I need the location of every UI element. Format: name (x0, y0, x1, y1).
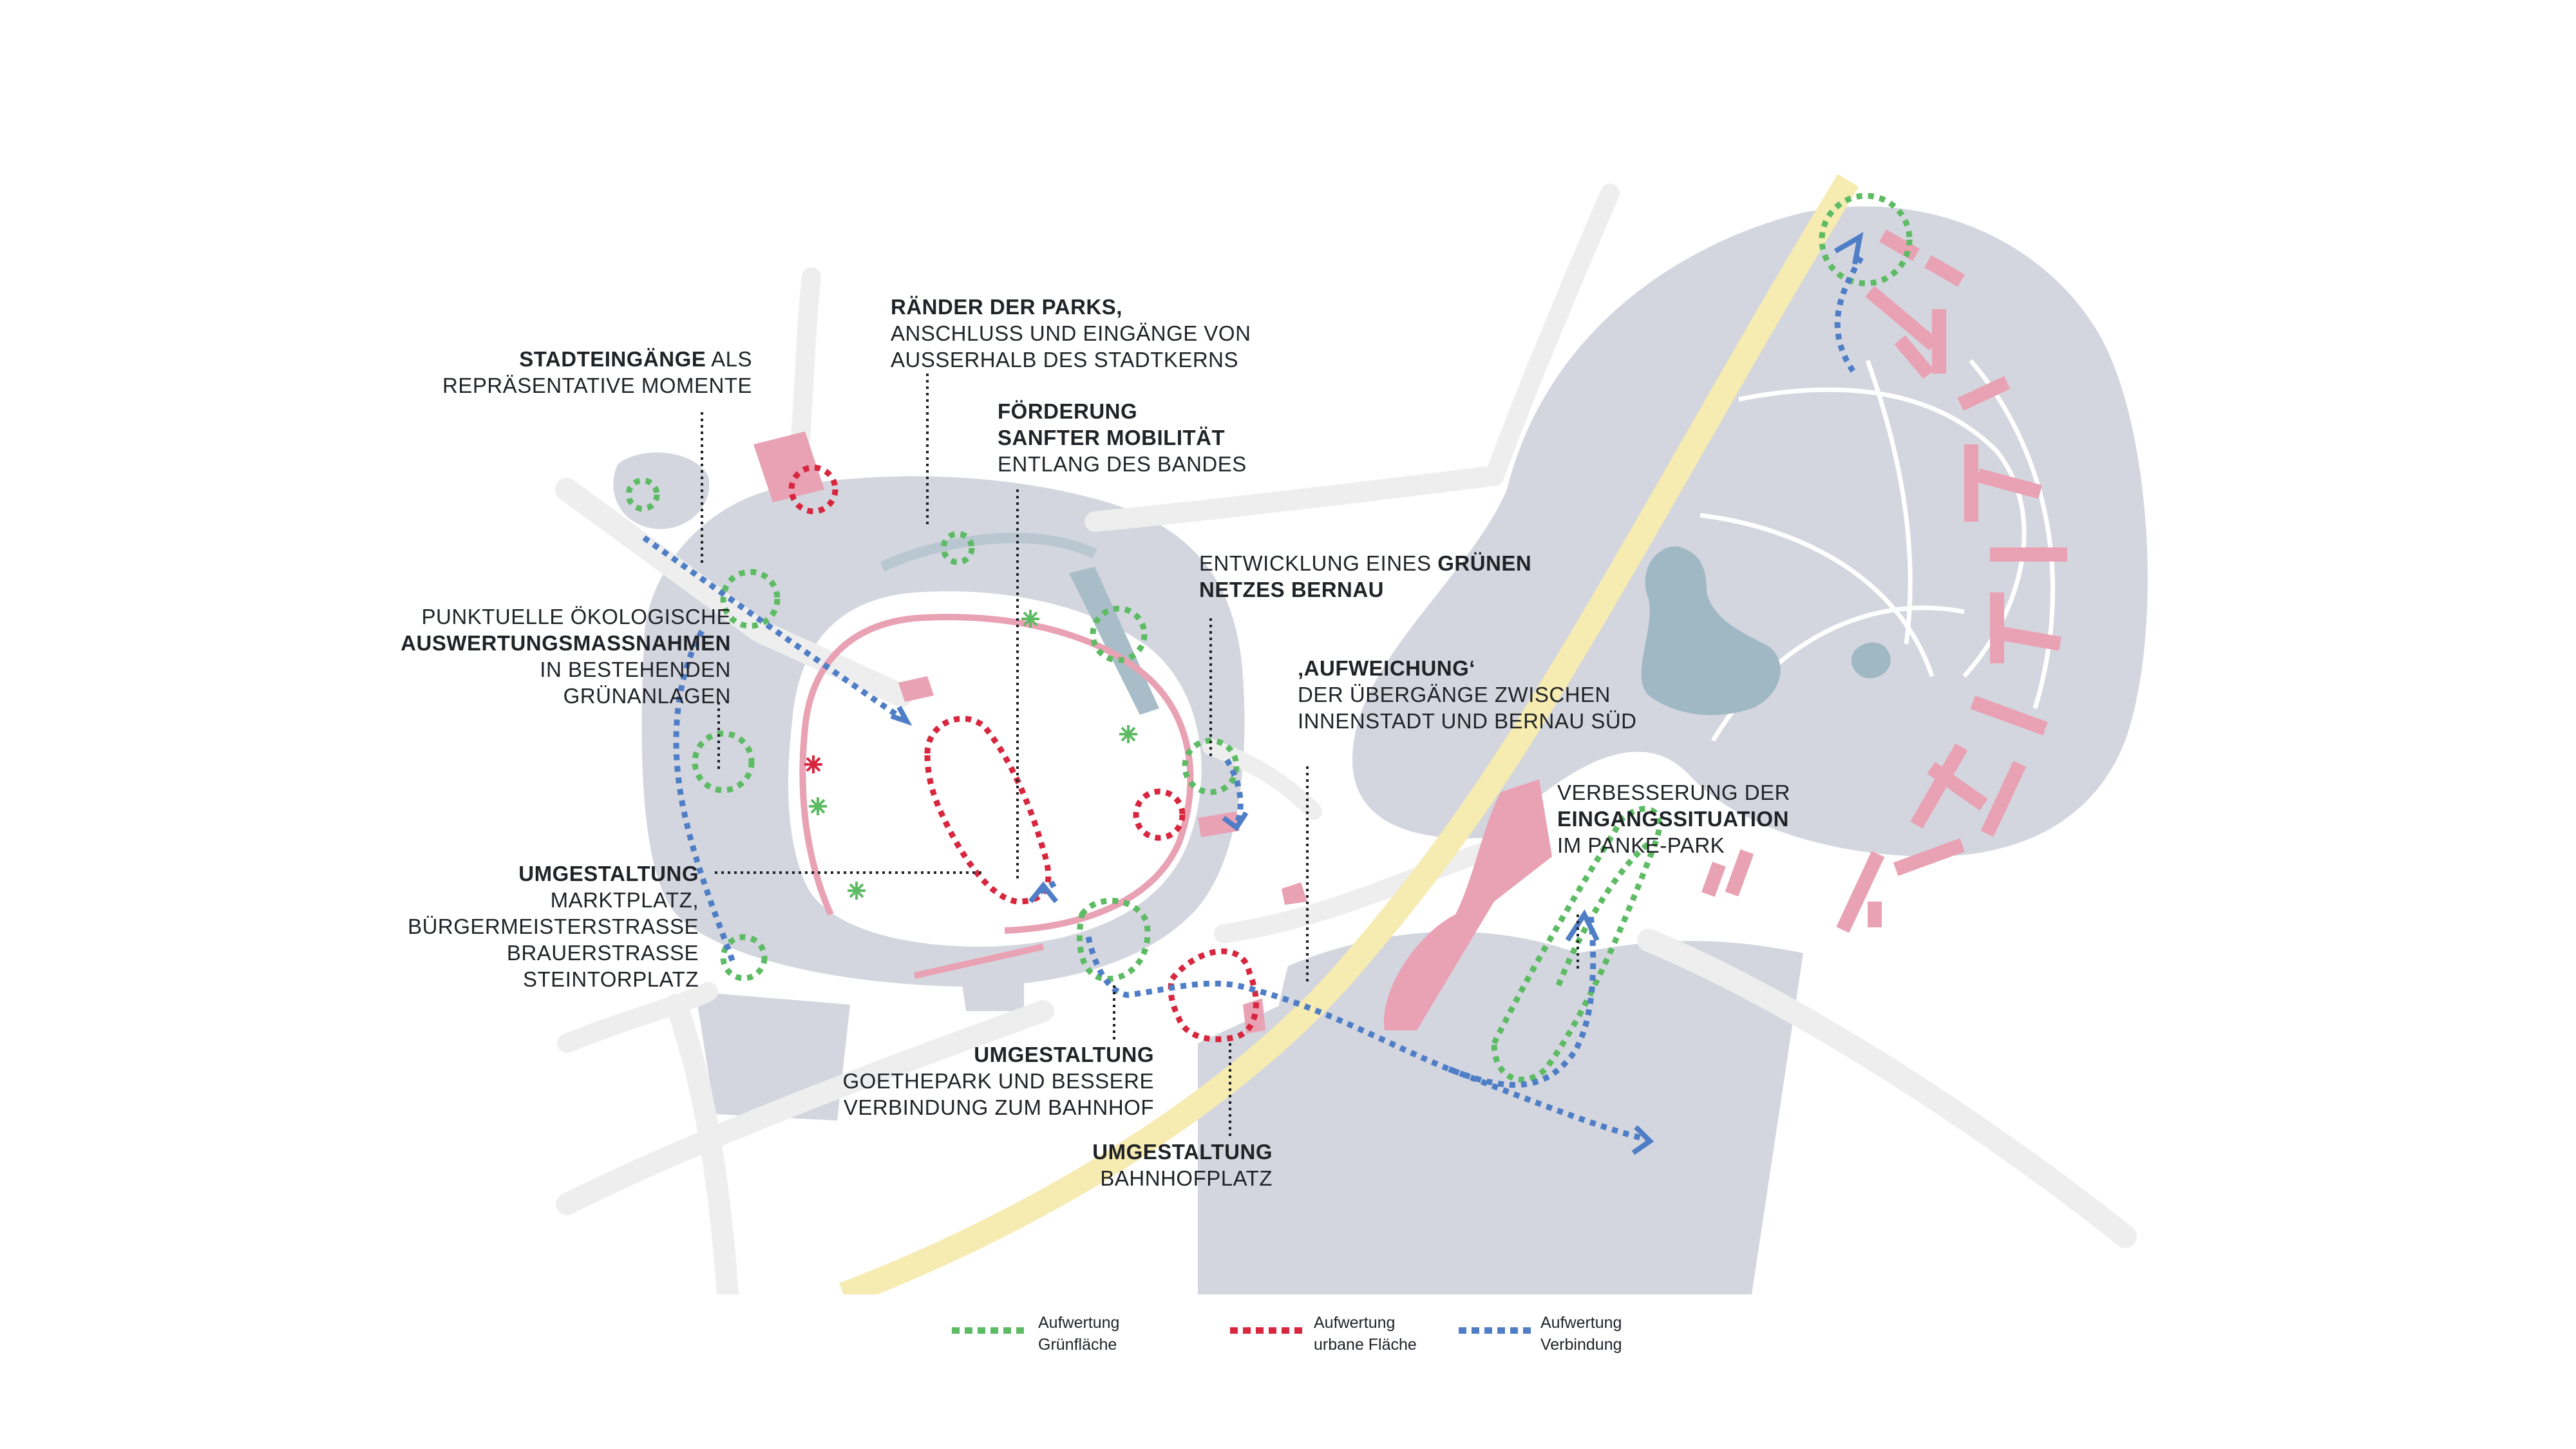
label-punktuelle: PUNKTUELLE ÖKOLOGISCHE AUSWERTUNGSMASSNA… (401, 605, 731, 708)
label-umgestaltung-markt: UMGESTALTUNG MARKTPLATZ, BÜRGERMEISTERST… (408, 862, 699, 991)
canal (880, 533, 1097, 572)
ring-band-west (799, 727, 834, 916)
legend-blue-text: Aufwertung Verbindung (1540, 1314, 1622, 1354)
label-aufweichung: ‚AUFWEICHUNG‘ DER ÜBERGÄNGE ZWISCHEN INN… (1298, 656, 1637, 733)
label-entwicklung: ENTWICKLUNG EINES GRÜNEN NETZES BERNAU (1199, 551, 1532, 601)
label-raender: RÄNDER DER PARKS, ANSCHLUSS UND EINGÄNGE… (891, 295, 1251, 372)
legend-green-text: Aufwertung Grünfläche (1038, 1314, 1120, 1354)
connections (642, 256, 1864, 1143)
legend-swatch-red (1230, 1327, 1307, 1334)
south-area (1243, 931, 1803, 1294)
urban-upgrade-areas (788, 464, 1259, 1043)
ring-band-south (913, 943, 1045, 979)
east-park-area (1352, 206, 2148, 857)
south-block (960, 966, 1024, 1011)
label-umgestaltung-goethe: UMGESTALTUNG GOETHEPARK UND BESSERE VERB… (842, 1043, 1154, 1119)
canal-basin (1069, 567, 1159, 715)
ring-band (802, 614, 1194, 934)
green-markers (809, 610, 1137, 900)
legend-swatch-green (952, 1327, 1029, 1334)
label-foerderung: FÖRDERUNG SANFTER MOBILITÄT ENTLANG DES … (998, 399, 1247, 476)
roads (555, 184, 2137, 1294)
legend-swatch-blue (1459, 1327, 1536, 1334)
label-stadteingaenge: STADTEINGÄNGE ALS REPRÄSENTATIVE MOMENTE (442, 347, 752, 397)
green-areas (625, 193, 1913, 1083)
legend-red-text: Aufwertung urbane Fläche (1314, 1314, 1417, 1354)
label-umgestaltung-bahnhof: UMGESTALTUNG BAHNHOFPLATZ (1092, 1140, 1273, 1190)
railway (839, 174, 1859, 1294)
red-marker (804, 755, 822, 773)
leader-lines (701, 374, 1579, 1140)
park-paths (1700, 359, 2056, 742)
label-verbesserung: VERBESSERUNG DER EINGANGSSITUATION IM PA… (1557, 781, 1790, 857)
pond (1851, 642, 1891, 679)
connection-arrows (890, 232, 1864, 1155)
lake (1641, 546, 1781, 715)
